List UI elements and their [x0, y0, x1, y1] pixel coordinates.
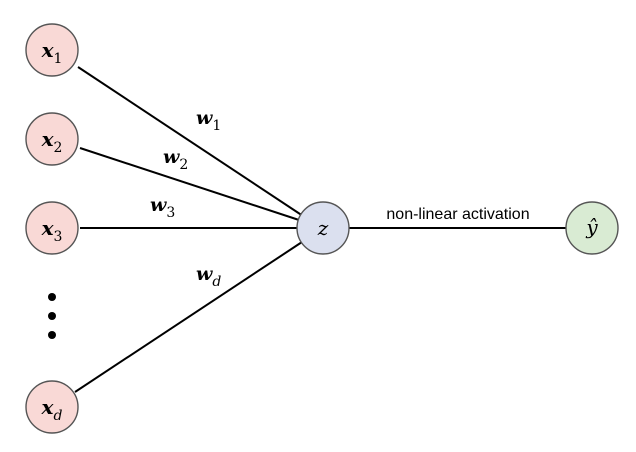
weight-label-w3: w3	[150, 194, 175, 221]
edge-x2-z	[79, 147, 300, 221]
input-node-x2: x2	[25, 112, 79, 166]
xd-base: x	[41, 395, 55, 419]
svg-text:xd: xd	[41, 395, 63, 424]
svg-text:x2: x2	[41, 127, 63, 156]
sum-node-z: z	[296, 201, 350, 255]
x2-base: x	[41, 127, 55, 151]
edge-xd-z	[74, 241, 303, 393]
x1-sub: 1	[54, 51, 63, 67]
input-node-x1: x1	[25, 23, 79, 77]
edges	[74, 66, 566, 393]
weight-label-w2: w2	[163, 146, 188, 173]
svg-text:x1: x1	[41, 38, 63, 67]
input-node-xd: xd	[25, 380, 79, 434]
sum-node-label: z	[317, 216, 329, 240]
edge-x1-z	[77, 66, 304, 217]
x1-base: x	[41, 38, 55, 62]
svg-text:x3: x3	[41, 216, 63, 245]
weight-label-w1: w1	[196, 107, 221, 134]
ellipsis-dots	[48, 293, 56, 339]
output-node-label: ŷ	[585, 215, 598, 239]
weight-label-wd: wd	[196, 263, 221, 290]
x2-sub: 2	[54, 140, 63, 156]
input-node-x3: x3	[25, 201, 79, 255]
xd-sub: d	[53, 408, 62, 424]
x3-sub: 3	[54, 229, 63, 245]
x3-base: x	[41, 216, 55, 240]
activation-label: non-linear activation	[386, 206, 529, 223]
output-node-yhat: ŷ	[565, 201, 619, 255]
